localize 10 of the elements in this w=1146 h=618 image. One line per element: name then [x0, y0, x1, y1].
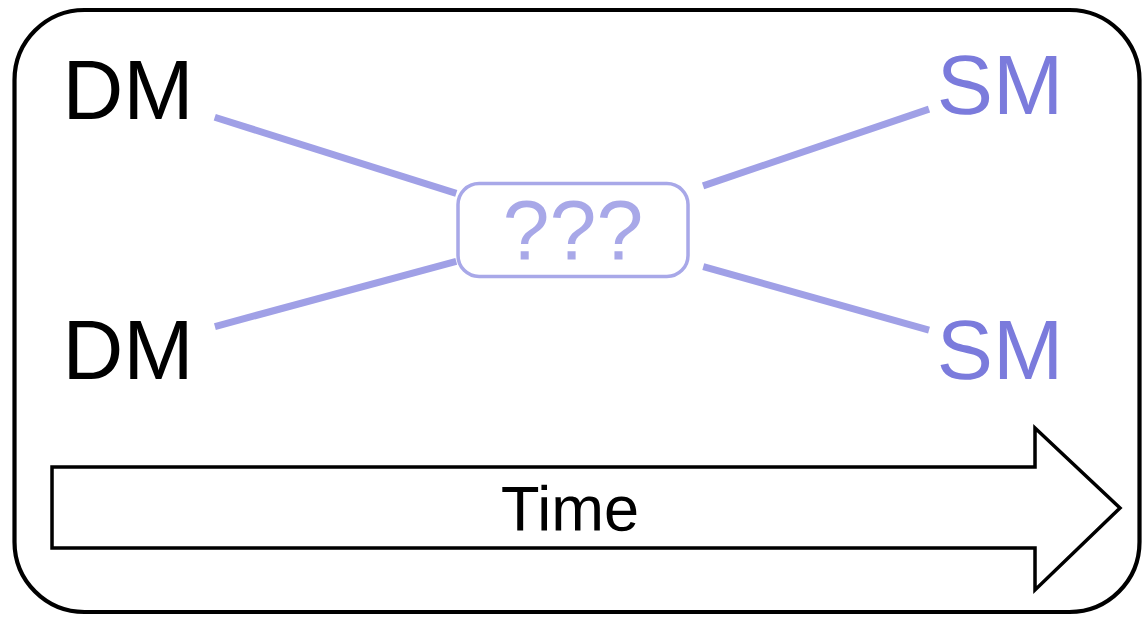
frame-box	[12, 7, 1142, 615]
connector-line	[702, 263, 930, 334]
unknown-box: ???	[456, 181, 690, 279]
connector-line	[214, 258, 458, 330]
sm-label: SM	[940, 55, 1057, 115]
sm-label: SM	[940, 320, 1057, 380]
dm-label: DM	[69, 60, 187, 119]
connector-line	[701, 105, 931, 190]
connector-line	[213, 113, 458, 197]
dm-label: DM	[69, 320, 187, 379]
